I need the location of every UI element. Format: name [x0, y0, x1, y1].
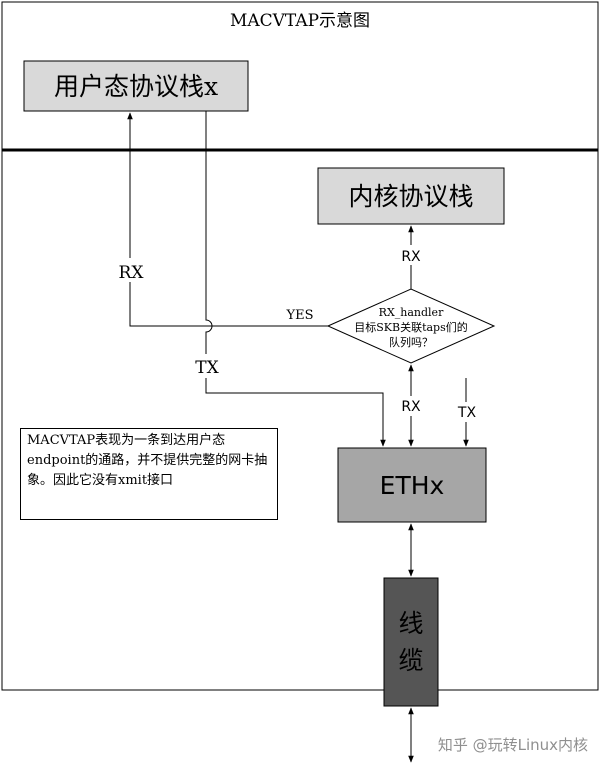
decision-line-1: RX_handler [379, 306, 444, 319]
rx-mid-label-bg [398, 396, 424, 416]
rx-yes-path [127, 112, 328, 327]
rx-up-label-bg [398, 245, 424, 265]
yes-label: YES [286, 308, 314, 323]
kernel-stack-label: 内核协议栈 [348, 182, 473, 211]
kernel-stack-box [317, 167, 505, 225]
ethx-box [337, 447, 487, 523]
tx-right-label-bg [454, 402, 480, 422]
user-stack-label: 用户态协议栈x [54, 72, 218, 101]
rx-up-label: RX [401, 249, 421, 265]
cable-label-1: 线 [398, 609, 423, 638]
ethx-label: ETHx [380, 471, 445, 500]
decision-line-3: 队列吗？ [389, 335, 433, 349]
tx-path [205, 111, 386, 447]
diagram-title: MACVTAP示意图 [230, 11, 370, 31]
rx-left-label-bg [116, 258, 146, 282]
tx-left-label: TX [195, 358, 219, 378]
tx-right-label: TX [457, 405, 477, 421]
macvtap-note: MACVTAP表现为一条到达用户态endpoint的通路，并不提供完整的网卡抽象… [20, 428, 278, 520]
decision-line-2: 目标SKB关联taps们的 [354, 320, 468, 334]
user-stack-box [23, 60, 249, 112]
cable-box [383, 577, 439, 707]
watermark: 知乎 @玩转Linux内核 [437, 736, 588, 754]
rx-mid-label: RX [401, 399, 421, 415]
tx-left-label-bg [192, 354, 222, 378]
rx-handler-decision [326, 288, 496, 364]
kernel-space-frame [1, 149, 599, 691]
rx-left-label: RX [119, 263, 145, 283]
cable-label-2: 缆 [398, 646, 423, 675]
